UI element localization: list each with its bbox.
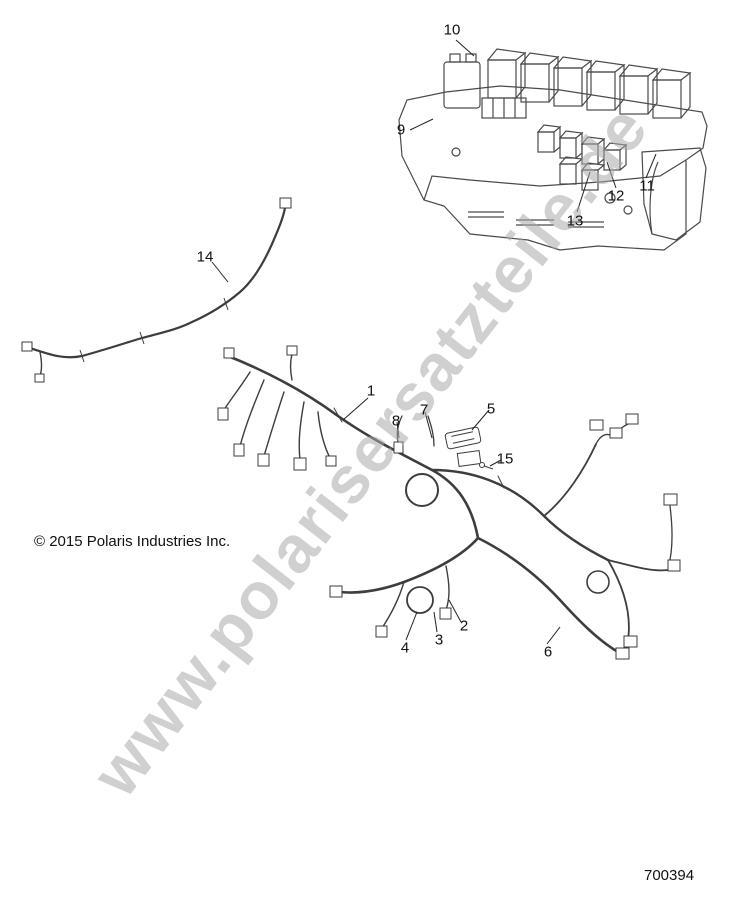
screw-15 [479,462,494,470]
callout-12: 12 [607,187,625,205]
callout-11: 11 [639,177,655,195]
callout-6: 6 [543,643,553,661]
part-number: 700394 [644,867,695,884]
wire-harness-14 [21,197,292,383]
harness-connectors [217,345,681,660]
leader-lines [211,39,657,645]
callout-3: 3 [434,631,444,649]
callout-10: 10 [443,21,461,39]
copyright-text: © 2015 Polaris Industries Inc. [34,533,231,550]
callout-15: 15 [496,450,514,468]
small-relay-cluster [536,124,628,191]
callout-13: 13 [566,212,584,230]
callout-5: 5 [486,400,496,418]
callout-2: 2 [459,617,469,635]
fuse-box-assembly [398,48,708,251]
callout-1: 1 [366,382,376,400]
main-harness [223,353,673,654]
callout-8: 8 [391,412,401,430]
relay-row [486,48,692,119]
callout-4: 4 [400,639,410,657]
callout-9: 9 [396,121,406,139]
module-5 [444,426,494,470]
callout-7: 7 [419,401,429,419]
callout-14: 14 [196,248,214,266]
